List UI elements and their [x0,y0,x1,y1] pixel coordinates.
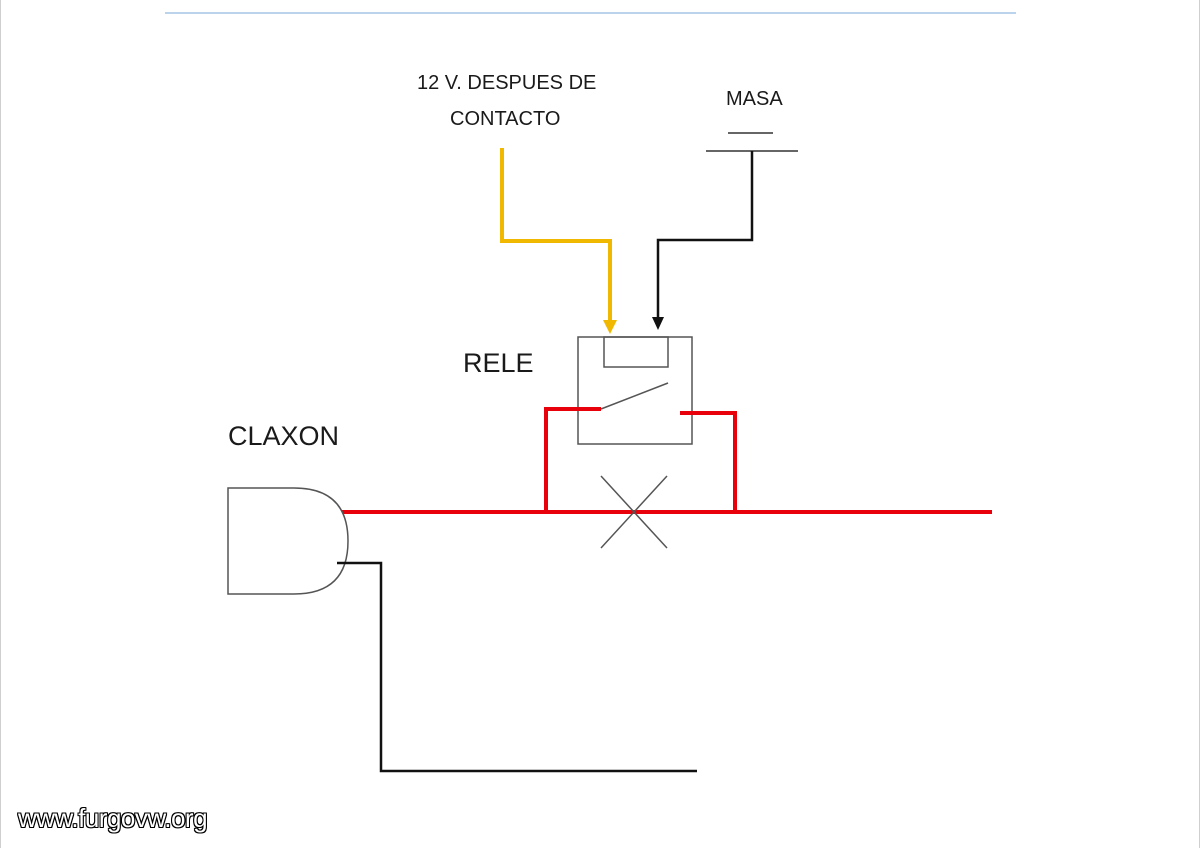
supply-wire [500,148,612,321]
relay-box [577,336,693,445]
horn-label: CLAXON [228,421,340,451]
cut-mark-stroke-2 [600,475,668,549]
ground-wire-arrowhead [652,317,664,330]
relay-switch-contact [600,382,669,410]
horn-ground-wire [337,561,697,773]
relay-bypass-wire [544,407,737,514]
relay-coil [603,336,669,368]
supply-label-line1: 12 V. DESPUES DE [417,72,597,94]
ground-wire [656,151,754,318]
horn-symbol [227,487,349,595]
watermark: www.furgovw.org [18,803,208,833]
ground-label: MASA [726,88,783,110]
supply-label-line2: CONTACTO [450,108,561,130]
relay-label: RELE [463,348,534,378]
supply-wire-arrowhead [603,320,617,334]
